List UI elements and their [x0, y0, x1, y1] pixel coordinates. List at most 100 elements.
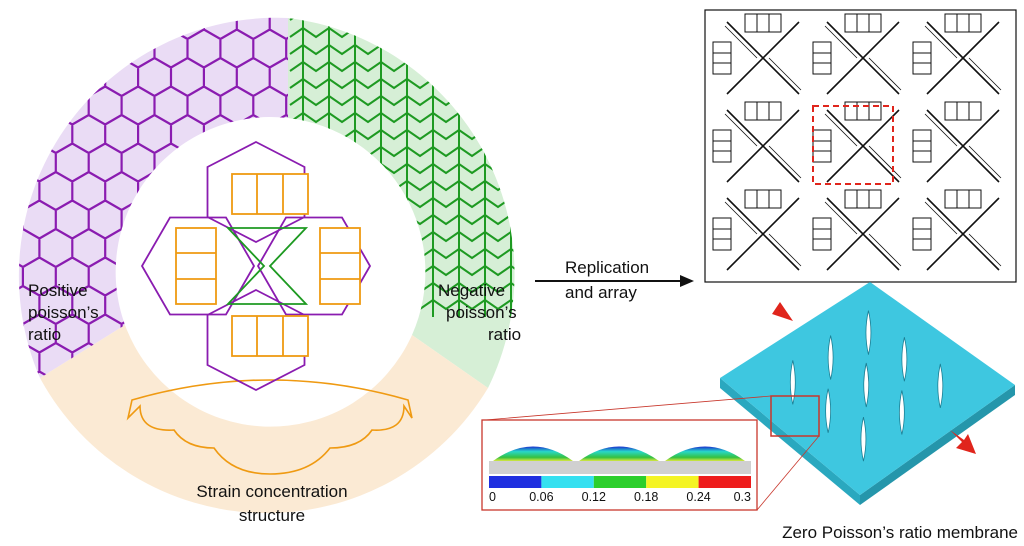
negative-label-line3: ratio — [488, 325, 521, 344]
array-rect-div — [756, 14, 770, 32]
green-x-inner — [227, 227, 307, 305]
array-x-inner — [824, 201, 902, 267]
array-rect-div — [856, 14, 870, 32]
positive-label-line1: Positive — [28, 281, 88, 300]
membrane-slit — [937, 363, 944, 408]
colorbar-tick-label: 0.24 — [686, 490, 710, 504]
array-x — [726, 21, 800, 95]
array-x-inner — [824, 113, 902, 179]
membrane-slit — [789, 360, 796, 405]
array-rect — [712, 41, 732, 75]
positive-label-line3: ratio — [28, 325, 61, 344]
membrane-slit — [825, 388, 832, 433]
stretch-arrow-lower-right — [950, 430, 976, 454]
hex-right — [256, 216, 372, 316]
orange-rect-top — [231, 173, 309, 215]
array-rect — [744, 13, 782, 33]
array-x-inner — [724, 201, 802, 267]
array-rect-div — [913, 52, 931, 64]
array-x-inner — [724, 25, 802, 91]
colorbar-tick-label: 0.12 — [582, 490, 606, 504]
stress-colorbar — [489, 476, 751, 488]
colorbar-tick-label: 0.3 — [734, 490, 751, 504]
zoom-source-box — [770, 395, 820, 437]
membrane-3d — [720, 282, 1015, 505]
unit-highlight-box — [812, 105, 894, 185]
array-rect — [744, 189, 782, 209]
colorbar-segment — [593, 476, 647, 488]
membrane-slit — [901, 337, 908, 382]
array-rect-div — [813, 140, 831, 152]
array-rect — [812, 41, 832, 75]
replication-label-line2: and array — [565, 283, 637, 302]
orange-rect-top-dividers — [256, 174, 284, 214]
array-rect-div — [956, 102, 970, 120]
orange-rect-left-dividers — [176, 252, 216, 280]
orange-rect-bottom-dividers — [256, 316, 284, 356]
membrane-caption: Zero Poisson’s ratio membrane — [782, 523, 1018, 542]
array-rect — [844, 189, 882, 209]
green-x — [225, 227, 309, 305]
array-rect — [844, 13, 882, 33]
stretch-arrow-upper-left — [760, 298, 793, 321]
strain-concentration-shape — [126, 379, 413, 475]
array-rect-div — [756, 102, 770, 120]
array-rect-div — [756, 190, 770, 208]
positive-label-line2: poisson’s — [28, 303, 99, 322]
colorbar-segment — [698, 476, 751, 488]
colorbar-segment — [646, 476, 699, 488]
array-rect — [912, 129, 932, 163]
array-rect-div — [956, 14, 970, 32]
replication-arrow — [535, 275, 694, 287]
array-rect — [944, 13, 982, 33]
membrane-slit — [863, 362, 870, 408]
zoom-line-1 — [484, 395, 772, 421]
array-rect-div — [956, 190, 970, 208]
array-x — [826, 197, 900, 271]
orange-rect-right — [319, 227, 361, 305]
array-x — [726, 109, 800, 183]
array-x — [826, 21, 900, 95]
negative-ratio-sector — [288, 18, 515, 388]
strain-label-line2: structure — [239, 506, 305, 525]
membrane-slit — [898, 390, 905, 435]
stretch-arrows — [760, 298, 976, 454]
array-x — [826, 109, 900, 183]
orange-rect-left — [175, 227, 217, 305]
membrane-slit — [827, 335, 834, 380]
replication-label-line1: Replication — [565, 258, 649, 277]
array-rect — [844, 101, 882, 121]
array-rect-div — [713, 140, 731, 152]
array-rect-div — [913, 228, 931, 240]
array-rect-div — [813, 228, 831, 240]
array-x-inner — [824, 25, 902, 91]
membrane-slit — [865, 310, 872, 355]
array-x-inner — [924, 113, 1002, 179]
colorbar-tick-label: 0.06 — [529, 490, 553, 504]
negative-label-line1: Negative — [438, 281, 505, 300]
array-rect-div — [713, 52, 731, 64]
array-rect — [944, 101, 982, 121]
array-grid — [712, 13, 1002, 271]
orange-rect-right-dividers — [320, 252, 360, 280]
colorbar-segment — [489, 476, 542, 488]
array-x — [926, 197, 1000, 271]
array-x-inner — [924, 25, 1002, 91]
array-rect — [912, 217, 932, 251]
array-x-inner — [924, 201, 1002, 267]
array-rect-div — [713, 228, 731, 240]
array-rect — [744, 101, 782, 121]
array-rect — [912, 41, 932, 75]
strain-label-line1: Strain concentration — [196, 482, 347, 501]
membrane-slit — [860, 417, 867, 462]
array-rect — [812, 217, 832, 251]
array-rect — [712, 129, 732, 163]
hex-left — [140, 216, 256, 316]
array-x — [926, 109, 1000, 183]
array-rect-div — [856, 190, 870, 208]
array-rect — [712, 217, 732, 251]
strain-structure-sector — [40, 325, 488, 514]
array-x-inner — [724, 113, 802, 179]
array-x — [726, 197, 800, 271]
